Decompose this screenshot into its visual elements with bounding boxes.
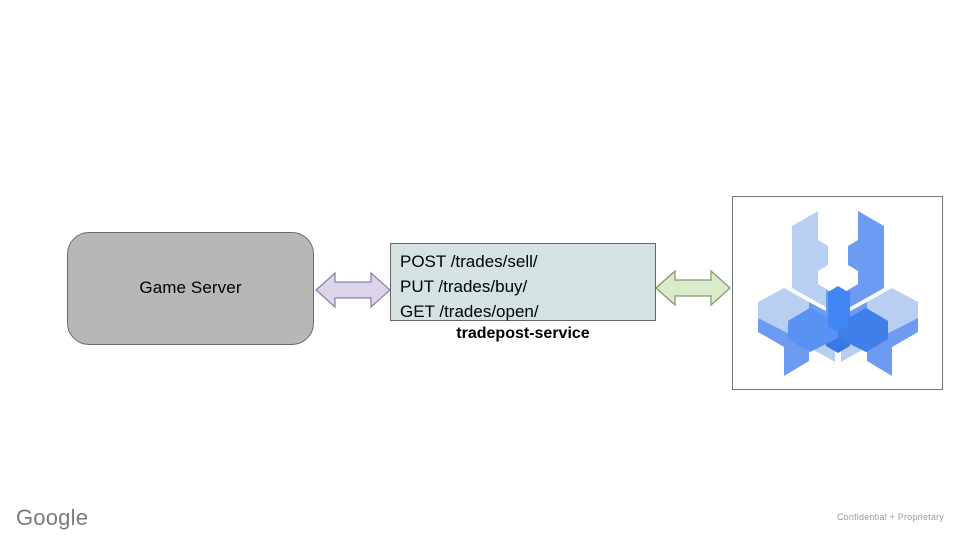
node-game-server-label: Game Server — [139, 278, 242, 298]
node-agones-logo-frame[interactable] — [732, 196, 943, 390]
node-game-server[interactable]: Game Server — [67, 232, 314, 345]
connector-service-to-logo[interactable] — [655, 266, 731, 310]
google-brand-logo: Google — [16, 505, 89, 530]
connector-game-server-to-service[interactable] — [315, 268, 391, 312]
node-tradepost-service-caption: tradepost-service — [456, 325, 590, 342]
confidential-notice: Confidential + Proprietary — [836, 512, 944, 522]
node-tradepost-service-endpoints: POST /trades/sell/ PUT /trades/buy/ GET … — [400, 252, 539, 321]
node-tradepost-service[interactable] — [390, 243, 656, 321]
double-headed-arrow-icon — [315, 271, 391, 309]
double-headed-arrow-icon — [655, 269, 731, 307]
three-arm-wrench-icon — [757, 210, 918, 376]
